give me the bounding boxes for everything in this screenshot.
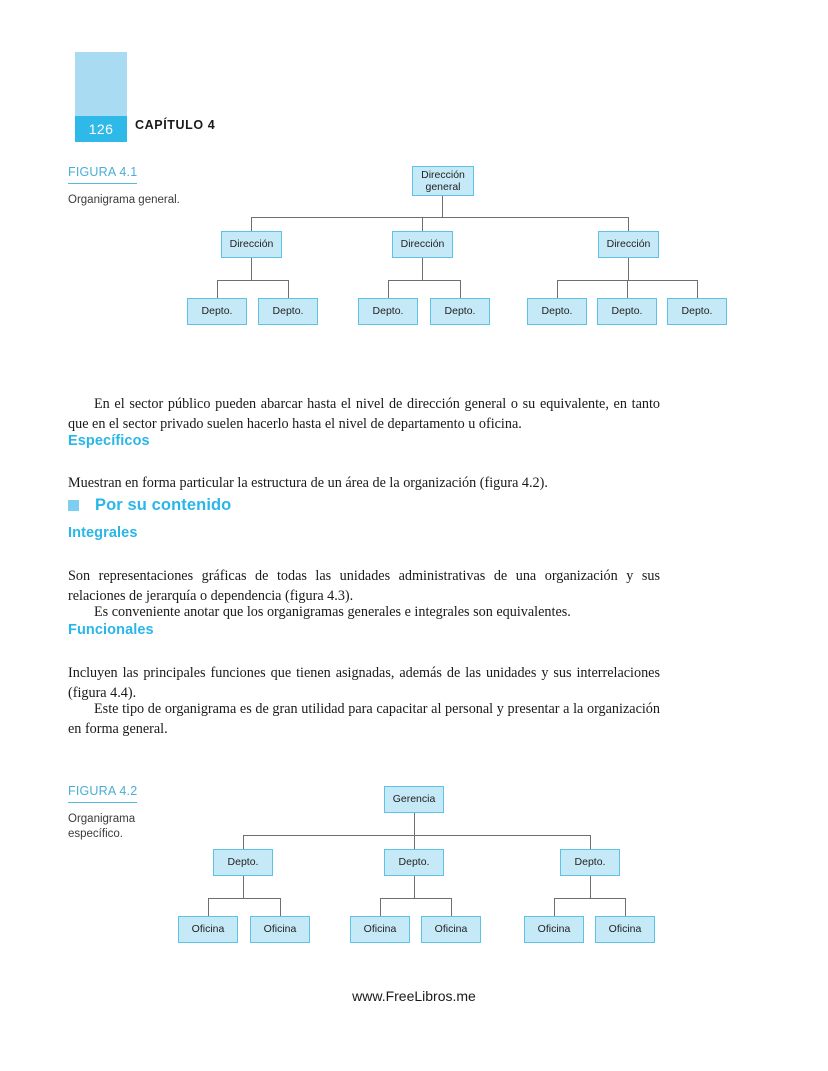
heading-funcionales: Funcionales <box>68 622 154 638</box>
connector-stem-dir-1 <box>251 258 252 280</box>
connector-drop-depto-b <box>414 835 415 849</box>
org-node-direccion-1: Dirección <box>221 231 282 258</box>
connector-drop-dir-2 <box>422 217 423 231</box>
connector-drop-oficina-4 <box>451 898 452 916</box>
figure-4-1-caption: FIGURA 4.1 Organigrama general. <box>68 163 188 208</box>
connector-drop-depto-6 <box>627 280 628 298</box>
org-node-oficina-5: Oficina <box>524 916 584 943</box>
connector-drop-oficina-5 <box>554 898 555 916</box>
org-node-oficina-3: Oficina <box>350 916 410 943</box>
heading-especificos: Específicos <box>68 433 150 449</box>
org-node-depto-c: Depto. <box>560 849 620 876</box>
connector-bus-level1 <box>251 217 629 218</box>
connector-bus-depto-b <box>380 898 451 899</box>
connector-drop-depto-7 <box>697 280 698 298</box>
paragraph-equivalentes: Es conveniente anotar que los organigram… <box>68 602 660 622</box>
org-node-depto-7: Depto. <box>667 298 727 325</box>
connector-stem-dir-2 <box>422 258 423 280</box>
org-node-depto-4: Depto. <box>430 298 490 325</box>
heading-por-su-contenido: Por su contenido <box>68 496 231 515</box>
org-node-root-line2: general <box>425 181 461 193</box>
connector-bus-depto-a <box>208 898 280 899</box>
connector-drop-depto-c <box>590 835 591 849</box>
paragraph-funcionales: Incluyen las principales funciones que t… <box>68 665 660 702</box>
org-node-depto-b: Depto. <box>384 849 444 876</box>
connector-stem-depto-a <box>243 876 244 898</box>
connector-drop-oficina-3 <box>380 898 381 916</box>
paragraph-especificos: Muestran en forma particular la estructu… <box>68 475 548 492</box>
connector-bus-dir-1 <box>217 280 288 281</box>
org-node-depto-6: Depto. <box>597 298 657 325</box>
org-node-depto-5: Depto. <box>527 298 587 325</box>
paragraph-integrales: Son representaciones gráficas de todas l… <box>68 568 660 605</box>
footer-watermark: www.FreeLibros.me <box>352 988 476 1004</box>
connector-drop-dir-3 <box>628 217 629 231</box>
figure-4-1-subtitle: Organigrama general. <box>68 194 180 206</box>
connector-drop-depto-a <box>243 835 244 849</box>
connector-stem-depto-c <box>590 876 591 898</box>
connector-bus-gerencia <box>243 835 590 836</box>
org-node-oficina-4: Oficina <box>421 916 481 943</box>
page-number-band <box>75 116 127 142</box>
page-number-tab: 126 <box>75 52 127 142</box>
paragraph-sector-publico: En el sector público pueden abarcar hast… <box>68 394 660 434</box>
chapter-label: CAPÍTULO 4 <box>135 118 216 132</box>
paragraph-capacitar: Este tipo de organigrama es de gran util… <box>68 699 660 739</box>
connector-drop-oficina-1 <box>208 898 209 916</box>
org-node-direccion-2: Dirección <box>392 231 453 258</box>
org-node-direccion-3: Dirección <box>598 231 659 258</box>
org-node-depto-1: Depto. <box>187 298 247 325</box>
org-node-gerencia: Gerencia <box>384 786 444 813</box>
org-node-oficina-2: Oficina <box>250 916 310 943</box>
org-node-oficina-6: Oficina <box>595 916 655 943</box>
page-number: 126 <box>88 121 114 137</box>
paragraph-capacitar-text: Este tipo de organigrama es de gran util… <box>68 701 660 738</box>
figure-4-2-title: FIGURA 4.2 <box>68 784 138 803</box>
org-node-depto-a: Depto. <box>213 849 273 876</box>
figure-4-1-title: FIGURA 4.1 <box>68 165 138 184</box>
connector-drop-depto-1 <box>217 280 218 298</box>
org-node-root-line1: Dirección <box>421 168 465 181</box>
connector-drop-depto-2 <box>288 280 289 298</box>
connector-drop-depto-4 <box>460 280 461 298</box>
paragraph-equivalentes-text: Es conveniente anotar que los organigram… <box>94 604 571 621</box>
connector-bus-depto-c <box>554 898 625 899</box>
org-node-depto-3: Depto. <box>358 298 418 325</box>
org-node-oficina-1: Oficina <box>178 916 238 943</box>
connector-bus-dir-2 <box>388 280 460 281</box>
connector-stem-depto-b <box>414 876 415 898</box>
figure-4-2-subtitle: Organigrama específico. <box>68 813 136 840</box>
connector-root-stem <box>442 196 443 217</box>
heading-por-su-contenido-label: Por su contenido <box>95 496 232 514</box>
paragraph-sector-publico-text: En el sector público pueden abarcar hast… <box>68 396 660 433</box>
connector-drop-oficina-6 <box>625 898 626 916</box>
connector-drop-oficina-2 <box>280 898 281 916</box>
connector-drop-depto-3 <box>388 280 389 298</box>
connector-stem-dir-3 <box>628 258 629 280</box>
section-bullet-icon <box>68 500 79 511</box>
figure-4-2-caption: FIGURA 4.2 Organigrama específico. <box>68 782 188 841</box>
connector-drop-depto-5 <box>557 280 558 298</box>
org-node-root: Dirección general <box>412 166 474 196</box>
connector-gerencia-stem <box>414 813 415 835</box>
heading-integrales: Integrales <box>68 525 138 541</box>
connector-drop-dir-1 <box>251 217 252 231</box>
org-node-depto-2: Depto. <box>258 298 318 325</box>
